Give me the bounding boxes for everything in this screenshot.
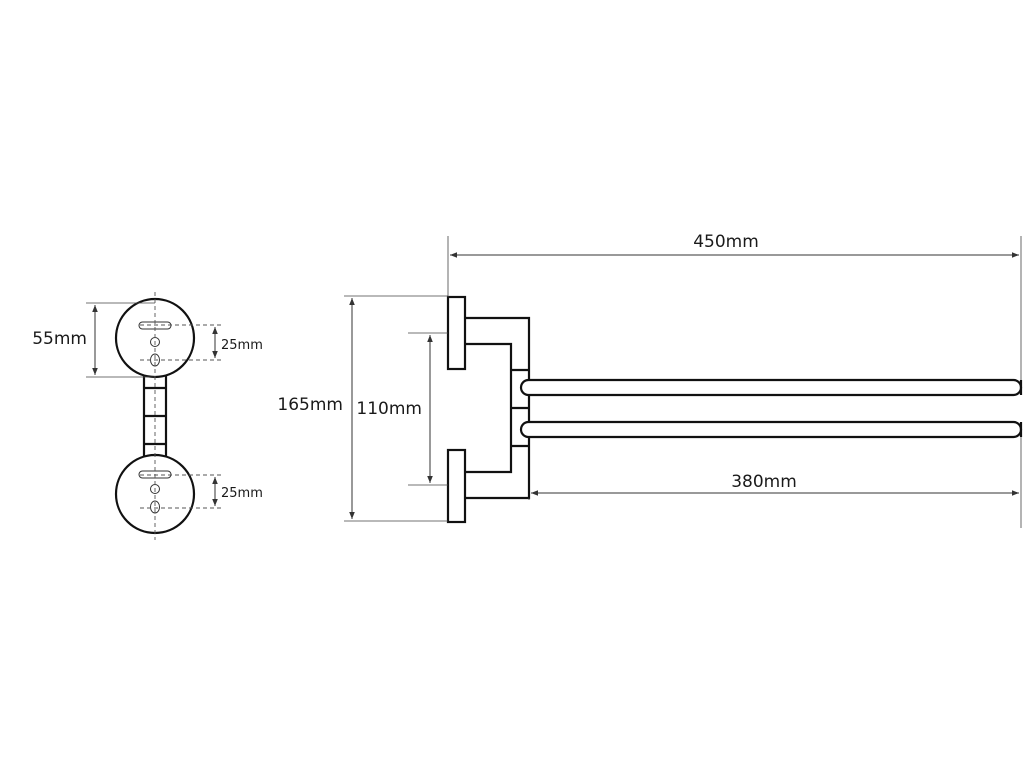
side-view-inner-bracket xyxy=(465,342,513,474)
front-height-label: 55mm xyxy=(32,329,87,349)
side-view-lower-arm xyxy=(519,420,1023,439)
top-hole-spacing-label: 25mm xyxy=(221,338,263,353)
side-view-top-wall-plate xyxy=(446,295,467,371)
side-view: 165mm 110mm 450mm 380mm xyxy=(277,232,1023,528)
side-view-upper-arm xyxy=(519,378,1023,397)
arm-spacing-label: 110mm xyxy=(356,399,422,419)
side-view-bottom-wall-plate xyxy=(446,448,467,524)
total-height-label: 165mm xyxy=(277,395,343,415)
bottom-hole-spacing-label: 25mm xyxy=(221,486,263,501)
arm-length-label: 380mm xyxy=(731,472,797,492)
front-view: 55mm 25mm 25mm xyxy=(32,292,263,540)
total-length-label: 450mm xyxy=(693,232,759,252)
